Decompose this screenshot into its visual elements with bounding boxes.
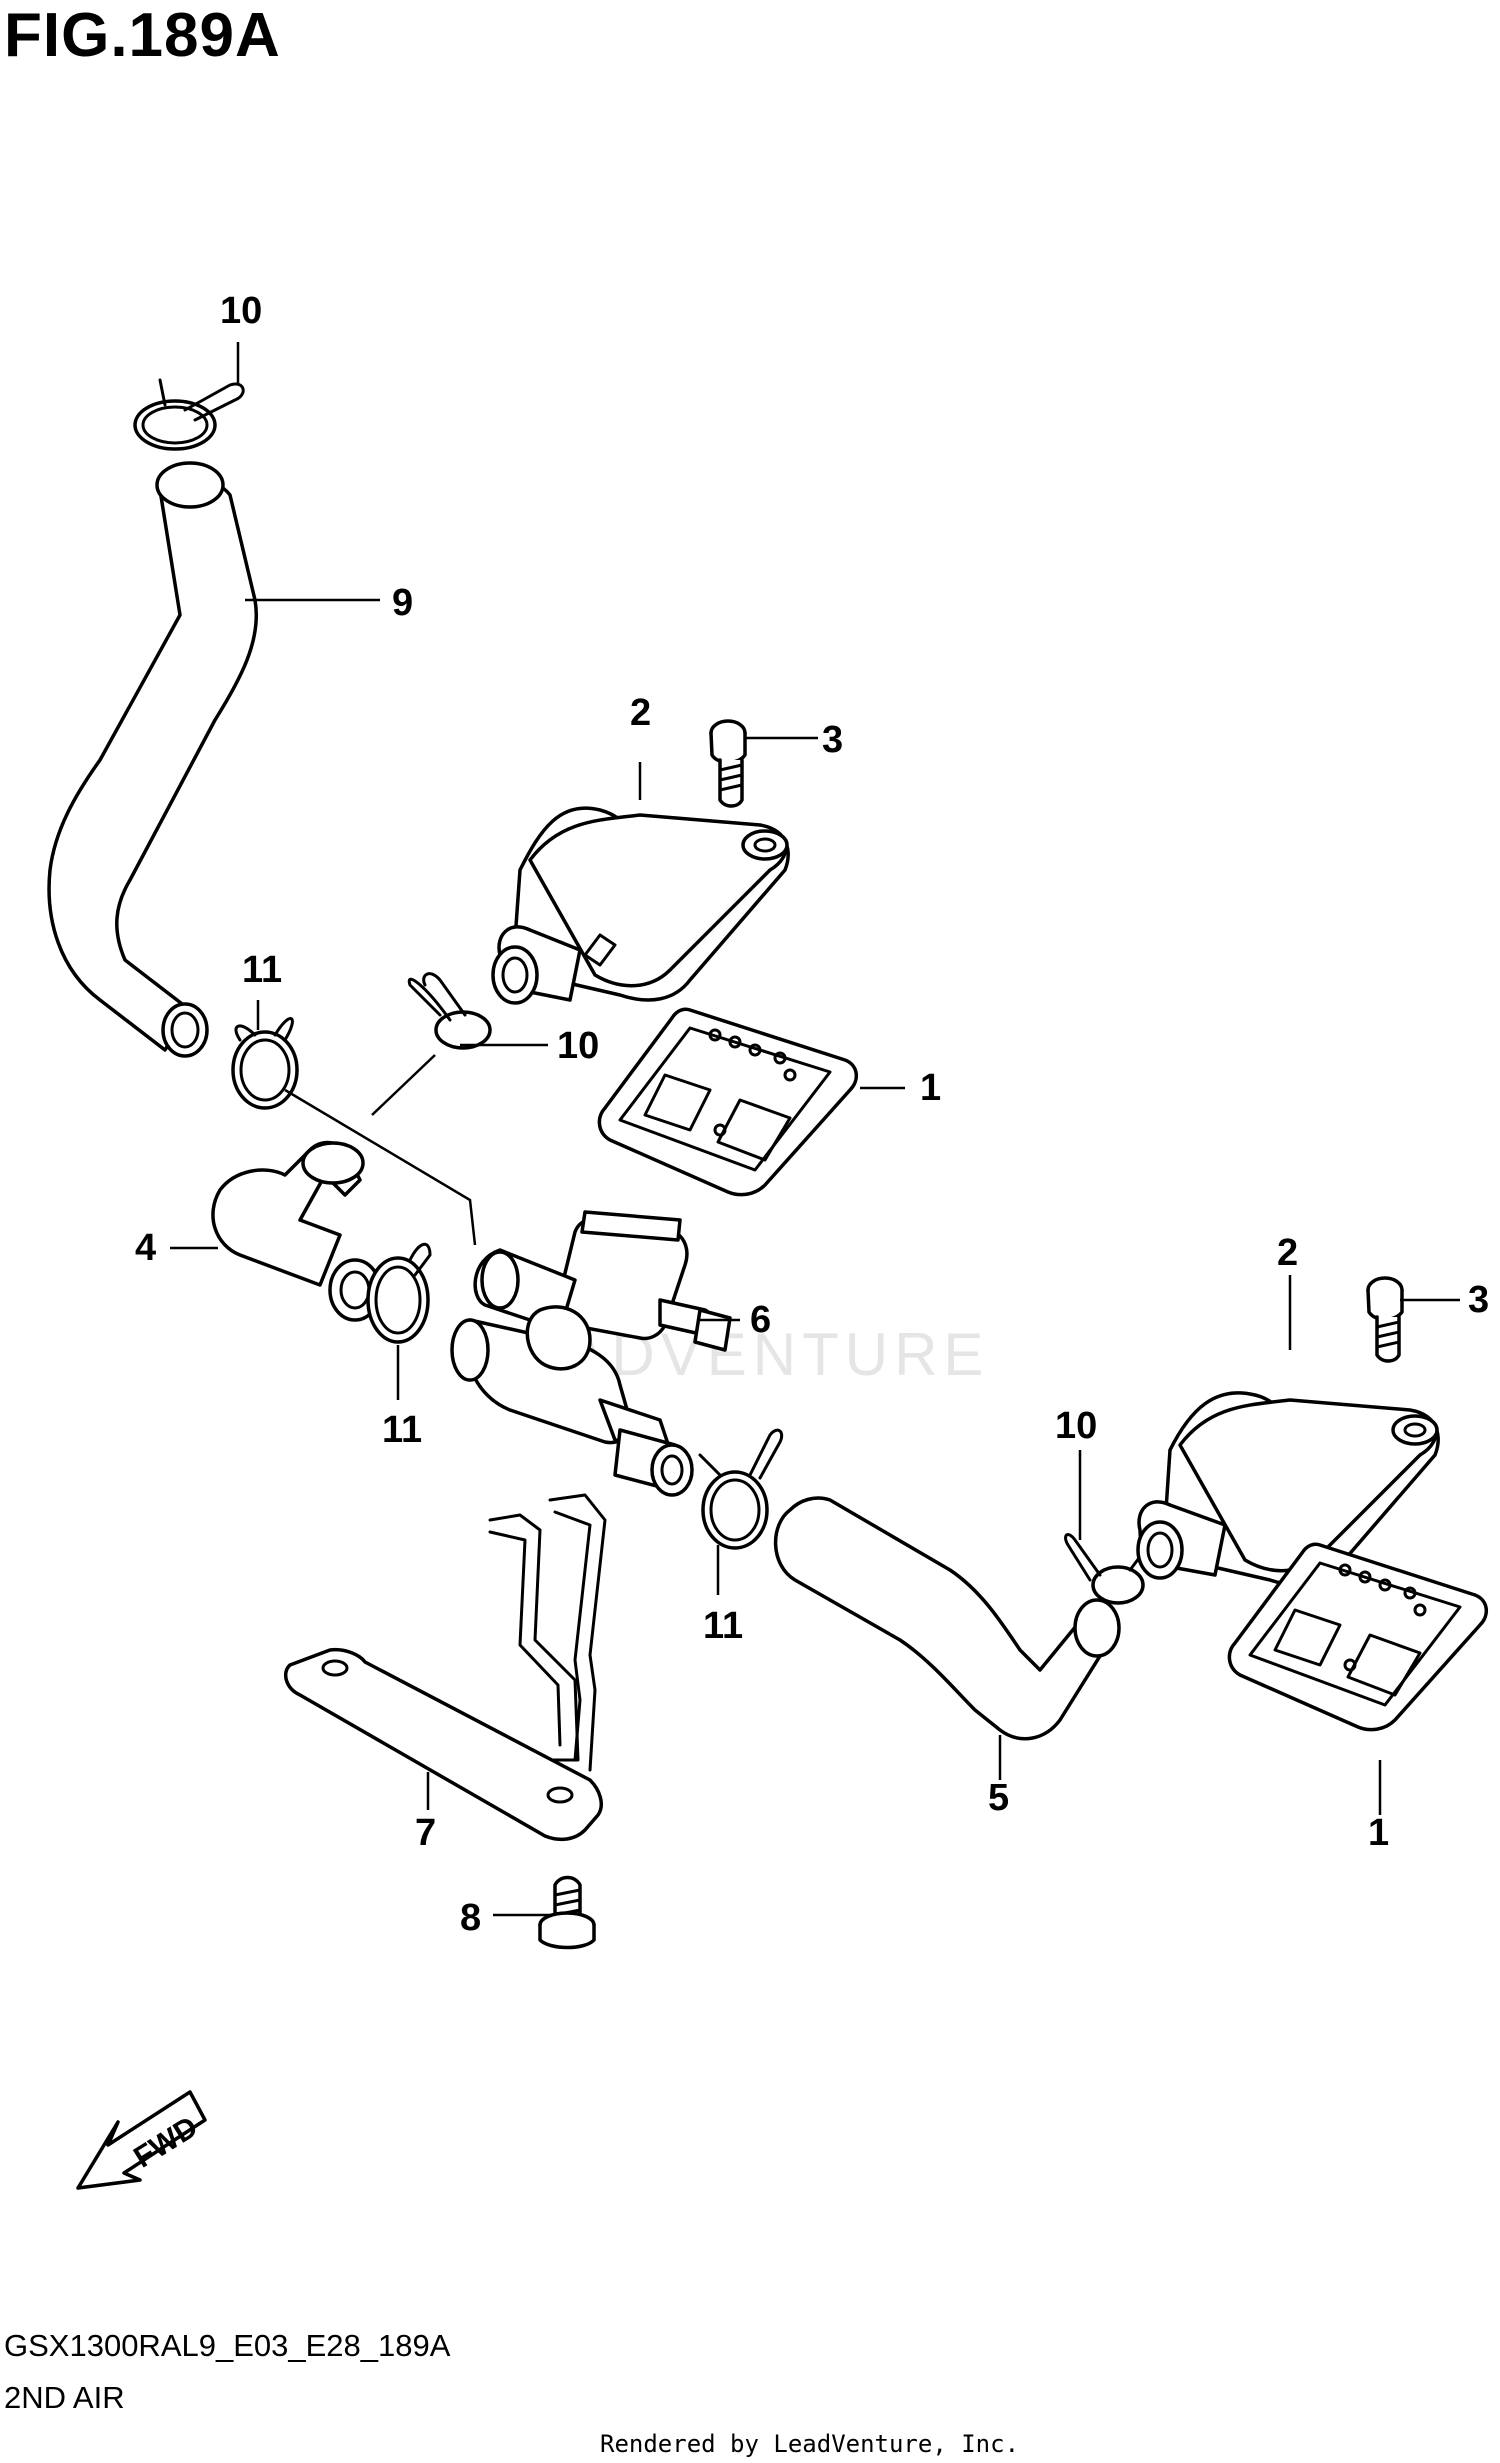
- bolt-3-lower: [1366, 1276, 1404, 1363]
- section-name: 2ND AIR: [4, 2380, 125, 2415]
- clamp-10-middle: [407, 972, 492, 1050]
- leader-lines: [170, 342, 1460, 1917]
- callout-labels: 10 9 2 3 11 10 1 4 6 11 2 3 10 11 5 1 7 …: [135, 290, 1489, 1939]
- model-code: GSX1300RAL9_E03_E28_189A: [4, 2328, 451, 2363]
- callout-7: 7: [415, 1812, 436, 1854]
- render-credit: Rendered by LeadVenture, Inc.: [600, 2430, 1020, 2458]
- clamp-11-right: [698, 1428, 784, 1550]
- clamp-11-left: [231, 1017, 299, 1110]
- callout-10-right: 10: [1055, 1405, 1097, 1447]
- cover-2-upper: [491, 806, 790, 1005]
- callout-1-lower: 1: [1368, 1812, 1389, 1854]
- figure-title: FIG.189A: [4, 1, 281, 70]
- callout-3-lower: 3: [1468, 1279, 1489, 1321]
- bolt-8: [538, 1875, 596, 1950]
- solenoid-valve-6: [450, 1210, 732, 1497]
- cover-2-lower: [1136, 1391, 1440, 1587]
- hose-5: [773, 1496, 1121, 1741]
- callout-8: 8: [460, 1897, 481, 1939]
- callout-2-upper: 2: [630, 692, 651, 734]
- hose-9: [47, 461, 258, 1058]
- callout-11-right: 11: [703, 1605, 743, 1647]
- callout-1-upper: 1: [920, 1067, 941, 1109]
- clamp-11-middle: [366, 1242, 432, 1344]
- clamp-10-right: [1064, 1533, 1147, 1605]
- callout-10-middle: 10: [557, 1025, 599, 1067]
- callout-10-top: 10: [220, 290, 262, 332]
- callout-5: 5: [988, 1777, 1009, 1819]
- bolt-3-upper: [709, 719, 747, 808]
- callout-9: 9: [392, 582, 413, 624]
- callout-11-middle: 11: [382, 1409, 422, 1451]
- reed-valve-1-lower: [1227, 1542, 1488, 1732]
- reed-valve-1-upper: [597, 1007, 858, 1197]
- fwd-arrow-icon: FWD: [76, 2090, 207, 2190]
- bracket-7: [283, 1493, 607, 1842]
- hose-4: [211, 1140, 382, 1322]
- callout-2-lower: 2: [1277, 1232, 1298, 1274]
- callout-4: 4: [135, 1227, 156, 1269]
- clamp-10-top: [133, 378, 245, 451]
- callout-11-left: 11: [242, 949, 282, 991]
- callout-3-upper: 3: [822, 719, 843, 761]
- callout-6: 6: [750, 1299, 771, 1341]
